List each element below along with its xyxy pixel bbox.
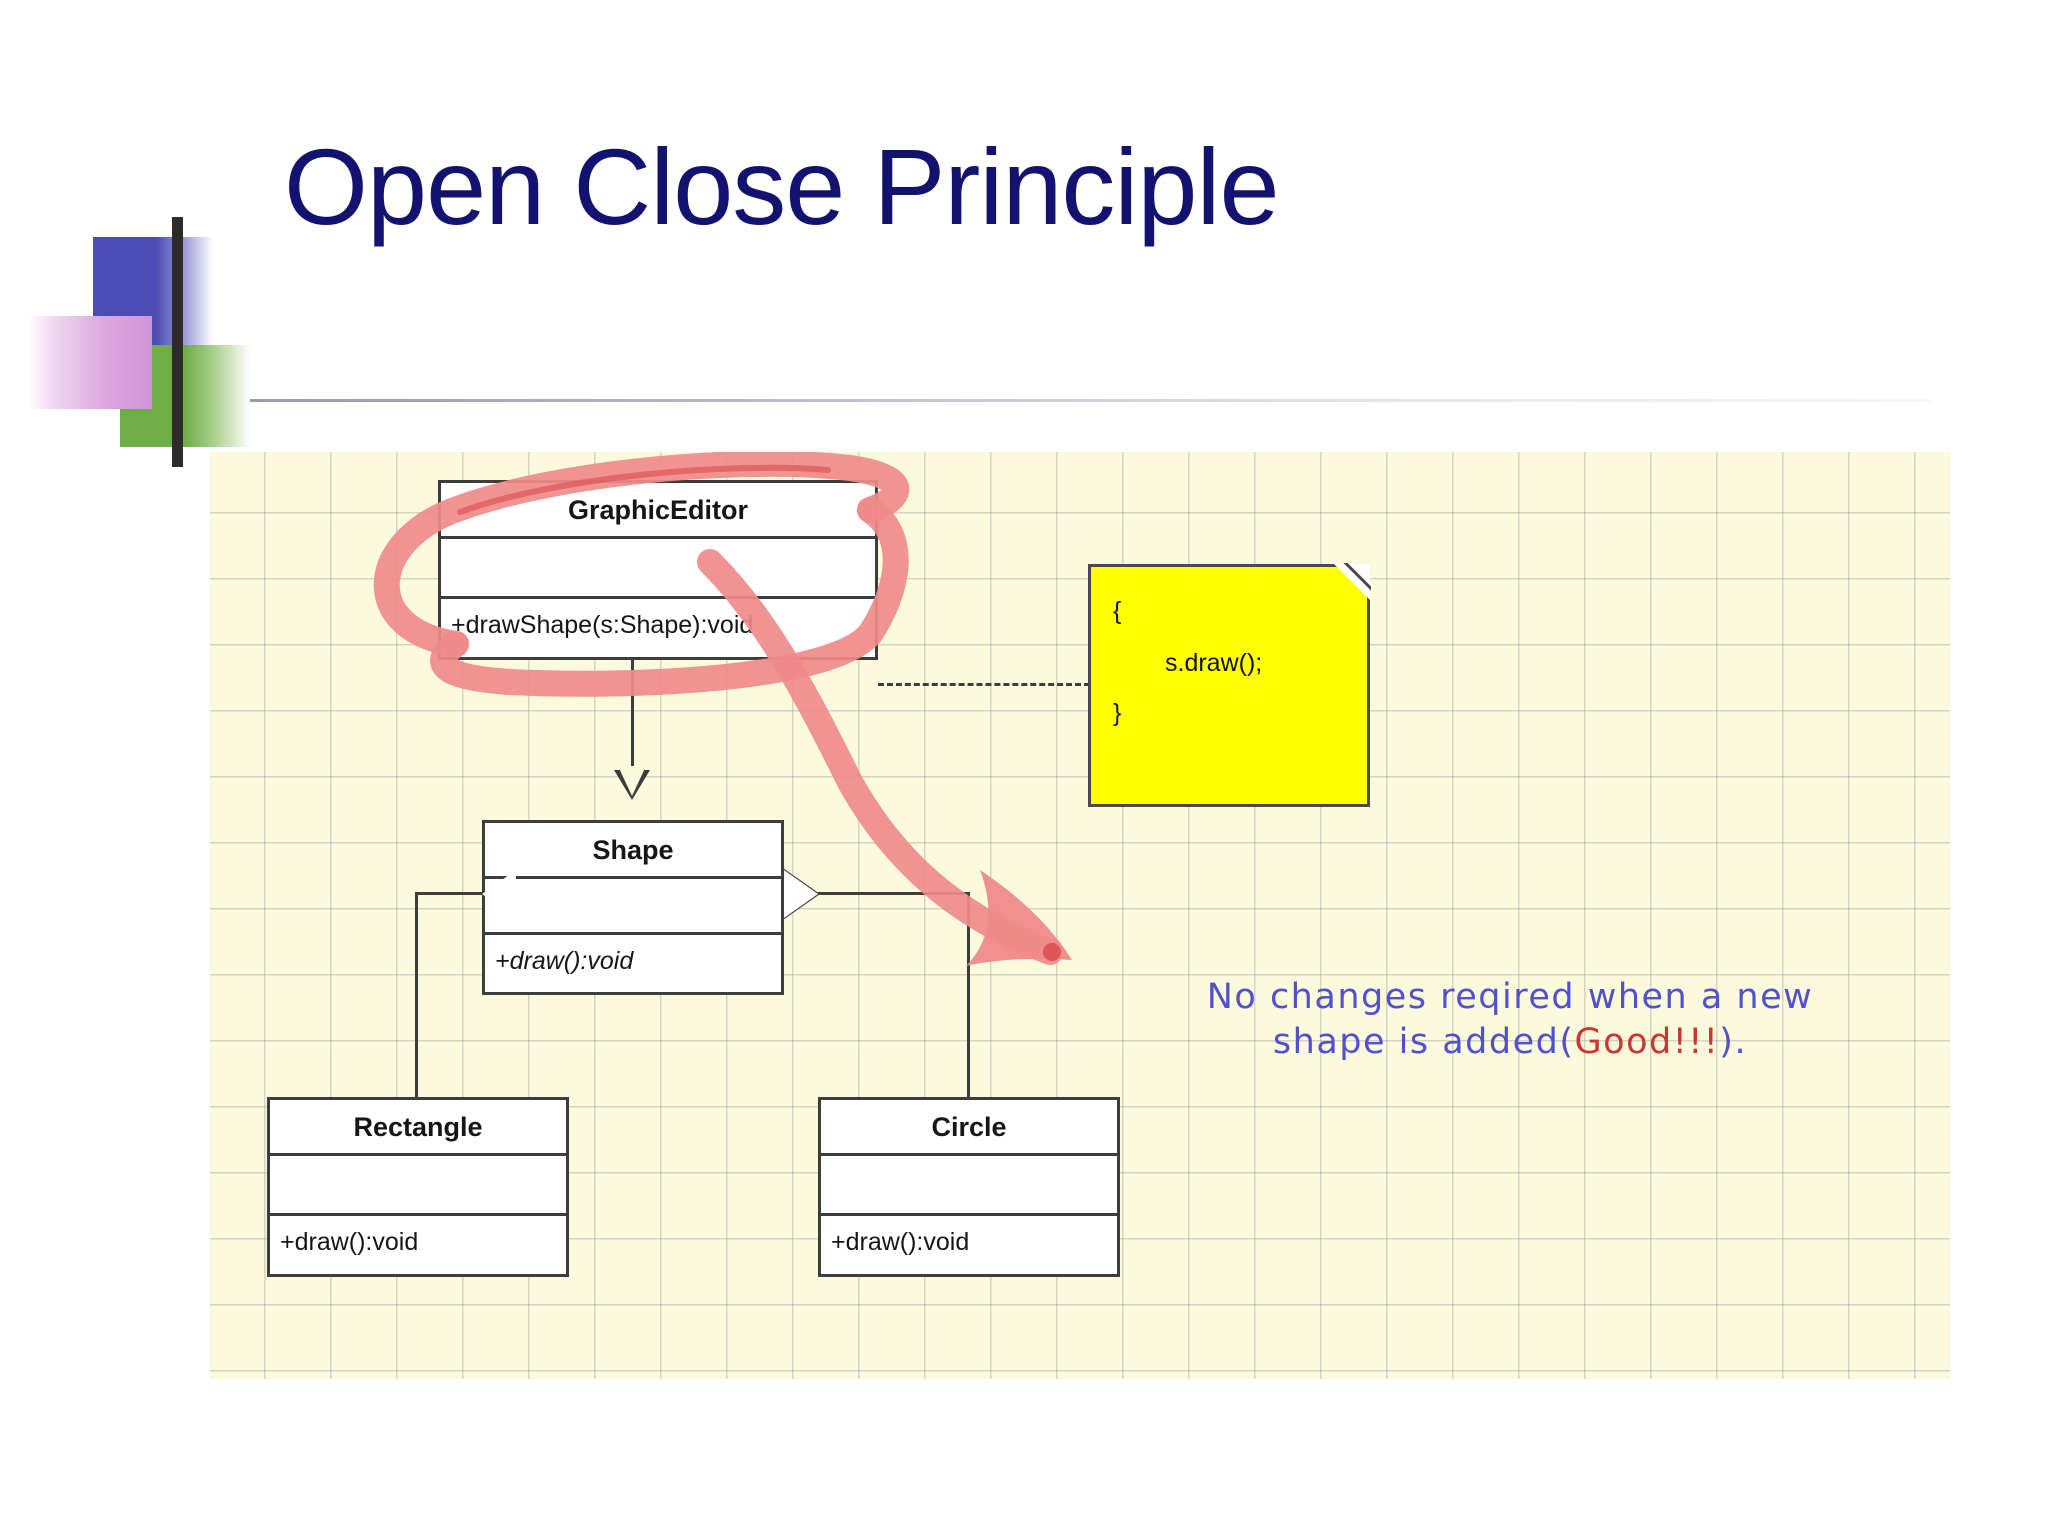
annotation-caption-emphasis: Good!!!	[1574, 1021, 1720, 1062]
note-line-open: {	[1113, 597, 1122, 625]
annotation-caption-suffix: ).	[1719, 1021, 1748, 1062]
note-fold-edge-icon	[1331, 563, 1371, 603]
class-name-rectangle: Rectangle	[353, 1112, 483, 1142]
arrowhead-graphiceditor-shape	[614, 770, 650, 800]
connector-note-link	[878, 683, 1090, 686]
connector-graphiceditor-shape	[631, 660, 634, 788]
class-name-shape: Shape	[592, 835, 674, 865]
annotation-caption: No changes reqired when a new shape is a…	[1150, 975, 1870, 1065]
class-attributes-circle	[821, 1153, 1117, 1213]
class-attributes-rectangle	[270, 1153, 566, 1213]
note-line-body: s.draw();	[1165, 649, 1263, 677]
connector-circle-vertical	[967, 892, 970, 1097]
class-attributes-shape	[485, 876, 781, 932]
class-operation-circle: +draw():void	[821, 1213, 1117, 1269]
class-operation-graphiceditor: +drawShape(s:Shape):void	[441, 596, 875, 652]
connector-rectangle-horizontal	[415, 892, 482, 895]
class-operation-rectangle: +draw():void	[270, 1213, 566, 1269]
connector-circle-horizontal	[818, 892, 970, 895]
annotation-caption-prefix: shape is added(	[1272, 1021, 1575, 1062]
class-name-circle: Circle	[931, 1112, 1007, 1142]
generalization-arrowhead-circle	[784, 870, 818, 918]
generalization-arrowhead-rectangle	[482, 870, 516, 918]
note-line-close: }	[1113, 699, 1122, 727]
title-divider-rule	[100, 399, 1930, 402]
uml-note-draw-call[interactable]: { s.draw(); }	[1088, 564, 1370, 807]
class-box-circle[interactable]: Circle +draw():void	[818, 1097, 1120, 1277]
class-box-rectangle[interactable]: Rectangle +draw():void	[267, 1097, 569, 1277]
decoration-purple-square	[28, 316, 152, 409]
class-attributes-graphiceditor	[441, 536, 875, 596]
class-name-graphiceditor: GraphicEditor	[567, 495, 749, 525]
slide-title: Open Close Principle	[284, 126, 1280, 247]
class-box-graphiceditor[interactable]: GraphicEditor +drawShape(s:Shape):void	[438, 480, 878, 660]
connector-rectangle-vertical	[415, 892, 418, 1097]
uml-class-diagram: GraphicEditor +drawShape(s:Shape):void S…	[210, 452, 1950, 1379]
class-operation-shape: +draw():void	[485, 932, 781, 988]
class-box-shape[interactable]: Shape +draw():void	[482, 820, 784, 995]
annotation-caption-line2: shape is added(Good!!!).	[1150, 1020, 1870, 1065]
decoration-vertical-bar	[172, 217, 183, 467]
annotation-caption-line1: No changes reqired when a new	[1206, 977, 1814, 1017]
